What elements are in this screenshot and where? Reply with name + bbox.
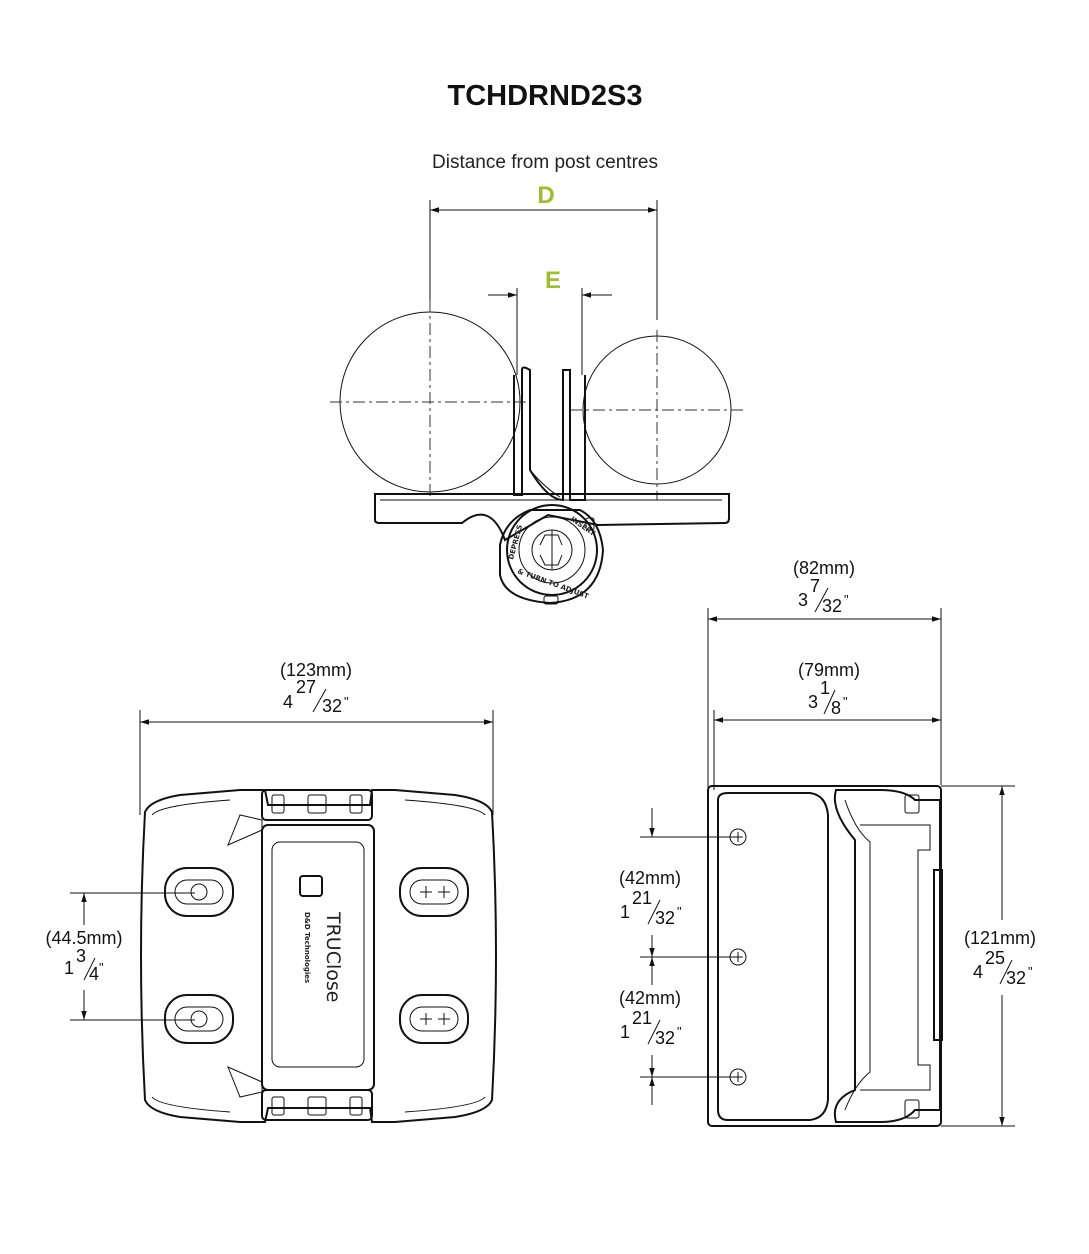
brand-name: TRUClose (322, 911, 344, 1002)
svg-text:": " (1028, 964, 1033, 979)
spacing2-inch-whole: 1 (620, 1022, 630, 1042)
spacing2-inch-den: 32 (655, 1028, 675, 1048)
front-width-mm: (123mm) (280, 660, 352, 680)
label-d: D (537, 182, 554, 209)
hinge-curve (529, 469, 561, 498)
outer-width-inch-den: 32 (822, 596, 842, 616)
bracket-base (374, 493, 730, 542)
spacing1-inch-den: 32 (655, 908, 675, 928)
side-knuckle (833, 789, 941, 1123)
brand-sub: D&D Technologies (303, 912, 311, 983)
brand-logo: TRUClose D&D Technologies (299, 875, 344, 1002)
knob-text-side: DEPRESS (507, 524, 524, 561)
inner-width-inch-den: 8 (831, 698, 841, 718)
spacing2-inch: 1 21 32 " (620, 1008, 682, 1048)
svg-text:": " (844, 592, 849, 607)
slot-bottom-left (164, 994, 234, 1044)
slot-top-right (399, 867, 469, 917)
outer-width-mm: (82mm) (793, 558, 855, 578)
height-inch: 4 25 32 " (973, 948, 1033, 988)
drawing-title: TCHDRND2S3 (448, 80, 643, 112)
height-inch-num: 25 (985, 948, 1005, 968)
height-inch-whole: 4 (973, 962, 983, 982)
hinge-body (140, 789, 497, 1123)
inner-width-inch: 3 1 8 " (808, 678, 848, 718)
side-view: (82mm) 3 7 32 " (79mm) 3 1 8 " (619, 558, 1036, 1127)
svg-text:": " (344, 694, 349, 709)
spacing2-mm: (42mm) (619, 988, 681, 1008)
inner-width-inch-num: 1 (820, 678, 830, 698)
svg-text:": " (843, 694, 848, 709)
outer-width-inch-num: 7 (810, 576, 820, 596)
outer-width-inch-whole: 3 (798, 590, 808, 610)
front-width-inch-whole: 4 (283, 692, 293, 712)
label-e: E (545, 267, 561, 294)
spacing1-inch-whole: 1 (620, 902, 630, 922)
svg-text:": " (677, 904, 682, 919)
inner-width-mm: (79mm) (798, 660, 860, 680)
svg-text:": " (99, 960, 104, 975)
hole-spacing-mm: (44.5mm) (45, 928, 122, 948)
inner-width-inch-whole: 3 (808, 692, 818, 712)
hole-spacing-inch: 1 3 4 " (64, 946, 104, 984)
height-mm: (121mm) (964, 928, 1036, 948)
top-view: D E INSERT DEPRESS & TURN TO ADJUST (330, 182, 745, 605)
svg-text:": " (677, 1024, 682, 1039)
spacing1-inch: 1 21 32 " (620, 888, 682, 928)
front-width-inch-den: 32 (322, 696, 342, 716)
side-plate (717, 792, 829, 1121)
front-width-inch: 4 27 32 " (283, 677, 349, 716)
hole-spacing-inch-whole: 1 (64, 958, 74, 978)
spacing1-mm: (42mm) (619, 868, 681, 888)
adjust-knob: INSERT DEPRESS & TURN TO ADJUST (499, 504, 605, 605)
front-view: (123mm) 4 27 32 " TR (45, 660, 497, 1123)
centre-plate (261, 824, 375, 1091)
hole-spacing-inch-num: 3 (76, 946, 86, 966)
slot-bottom-right (399, 994, 469, 1044)
hinge-arms (513, 366, 586, 502)
spacing1-inch-num: 21 (632, 888, 652, 908)
drawing-subtitle: Distance from post centres (432, 152, 658, 173)
front-width-inch-num: 27 (296, 677, 316, 697)
height-inch-den: 32 (1006, 968, 1026, 988)
slot-top-left (164, 867, 234, 917)
spacing2-inch-num: 21 (632, 1008, 652, 1028)
top-knuckle (261, 789, 373, 821)
outer-width-inch: 3 7 32 " (798, 576, 849, 616)
hole-spacing-inch-den: 4 (89, 964, 99, 984)
